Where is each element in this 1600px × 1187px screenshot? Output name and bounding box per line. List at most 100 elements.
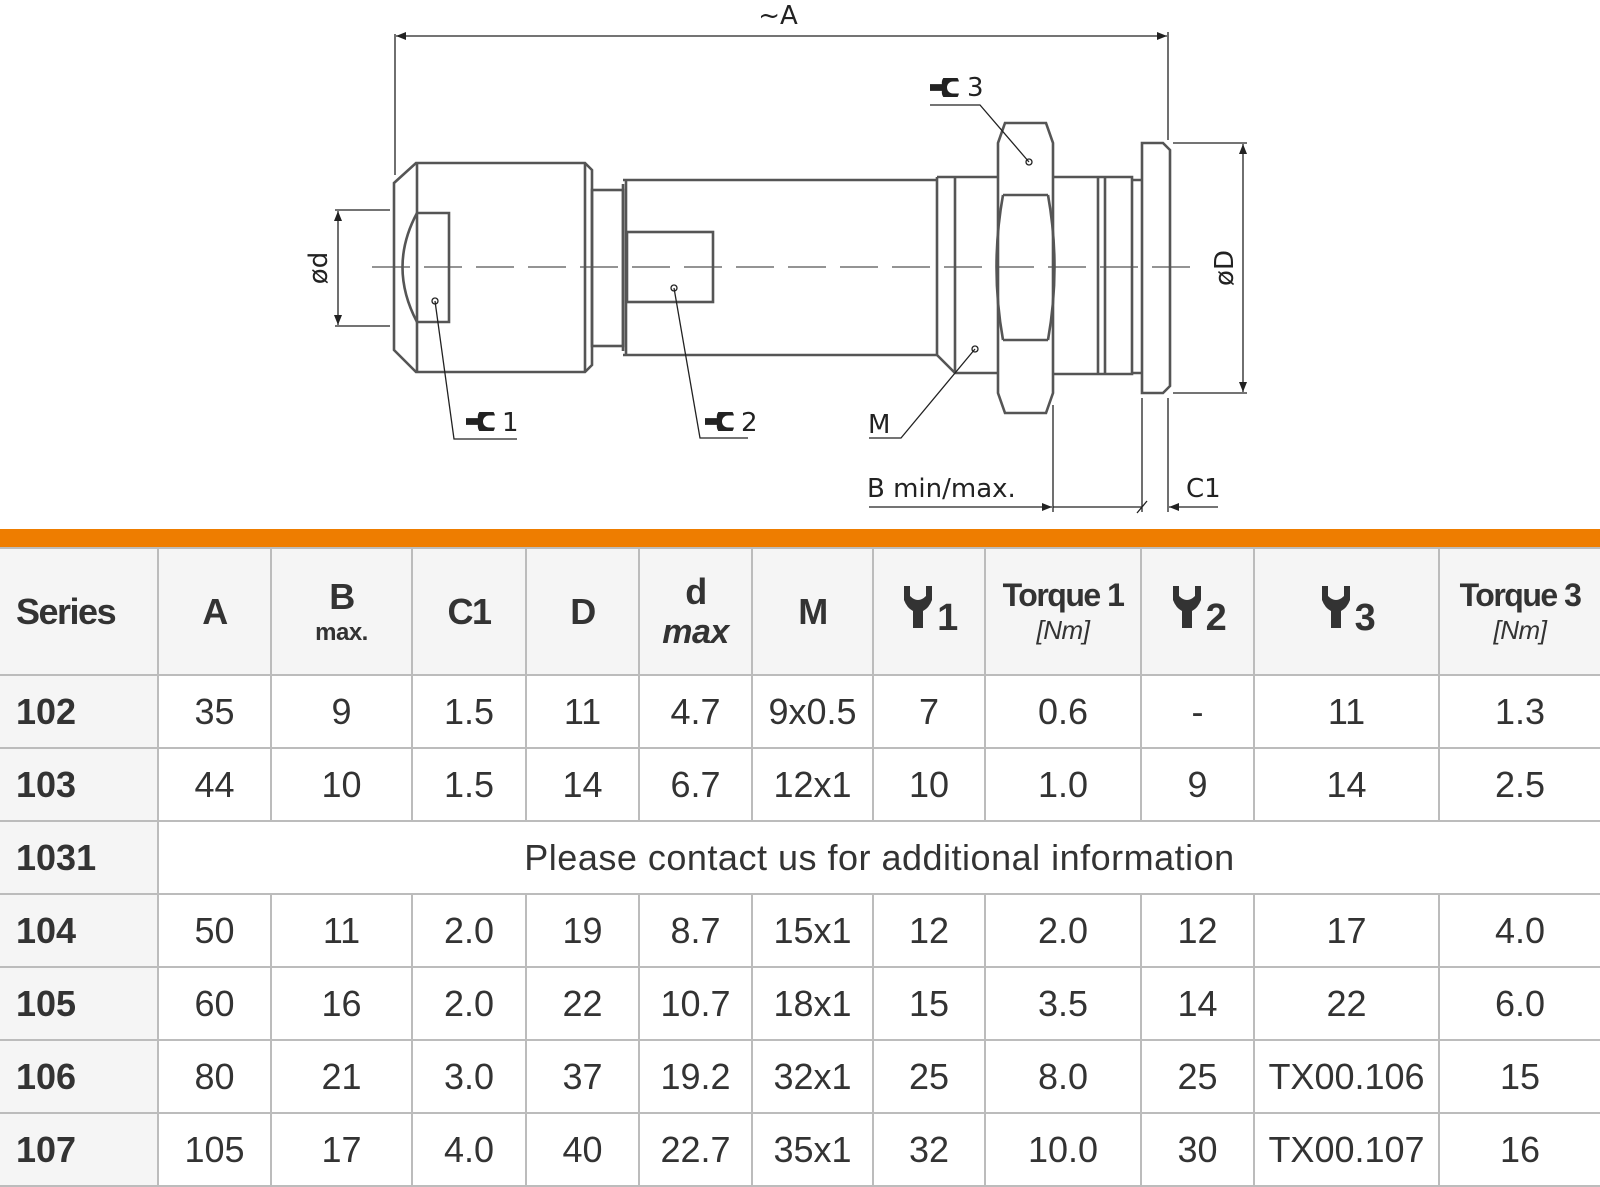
table-cell: 12 [1140, 893, 1255, 968]
dimension-d: ød [304, 209, 390, 327]
body-part [621, 178, 937, 357]
series-cell: 102 [0, 674, 159, 749]
table-cell: 2.0 [411, 893, 527, 968]
table-cell: 35 [157, 674, 272, 749]
table-cell: 105 [157, 1112, 272, 1187]
cap-nut-part [392, 161, 594, 374]
table-cell: 10.7 [638, 966, 753, 1041]
thread-label: M [868, 410, 890, 440]
table-cell: 9 [1140, 747, 1255, 822]
series-cell: 105 [0, 966, 159, 1041]
column-header: D [525, 547, 640, 676]
table-cell: 60 [157, 966, 272, 1041]
table-cell: 18x1 [751, 966, 874, 1041]
table-cell: 6.7 [638, 747, 753, 822]
table-cell: 22 [1253, 966, 1440, 1041]
table-cell: 4.0 [1438, 893, 1600, 968]
table-cell: 2.0 [411, 966, 527, 1041]
table-cell: 1.3 [1438, 674, 1600, 749]
dim-d-label: ød [304, 252, 334, 284]
table-cell: 12 [872, 893, 986, 968]
wrench-number: 2 [1205, 596, 1227, 639]
table-cell: 50 [157, 893, 272, 968]
technical-drawing: ~A ød øD [304, 1, 1247, 514]
wrench-icon [466, 412, 495, 431]
table-cell: 1.5 [411, 674, 527, 749]
header-label: M [798, 590, 828, 632]
table-cell: 11 [1253, 674, 1440, 749]
table-cell: 22.7 [638, 1112, 753, 1187]
table-cell: 10 [872, 747, 986, 822]
wrench-3-label: 3 [967, 73, 984, 103]
series-cell: 107 [0, 1112, 159, 1187]
series-cell: 106 [0, 1039, 159, 1114]
table-cell: 19 [525, 893, 640, 968]
dimension-big-d: øD [1173, 142, 1247, 394]
table-cell: 15 [1438, 1039, 1600, 1114]
header-label: D [570, 590, 596, 632]
column-header: Torque 1[Nm] [984, 547, 1142, 676]
accent-divider [0, 529, 1600, 547]
table-cell: 11 [270, 893, 413, 968]
column-header: 3 [1253, 547, 1440, 676]
table-cell: TX00.106 [1253, 1039, 1440, 1114]
table-cell: 1.0 [984, 747, 1142, 822]
table-cell: 14 [525, 747, 640, 822]
dim-c1-label: C1 [1186, 474, 1221, 504]
dimension-b-c1: B min/max. C1 [867, 398, 1221, 514]
table-cell: 4.0 [411, 1112, 527, 1187]
column-header: C1 [411, 547, 527, 676]
table-cell: 25 [872, 1039, 986, 1114]
table-cell: 3.0 [411, 1039, 527, 1114]
table-cell: 35x1 [751, 1112, 874, 1187]
neck-part [590, 188, 625, 348]
column-header: Torque 3[Nm] [1438, 547, 1600, 676]
table-cell: 80 [157, 1039, 272, 1114]
wrench-icon [1319, 583, 1353, 629]
table-cell: 14 [1253, 747, 1440, 822]
header-sublabel: [Nm] [1036, 614, 1090, 645]
header-sublabel: [Nm] [1493, 614, 1547, 645]
hex-nut-part [995, 121, 1056, 415]
header-label: d [685, 570, 707, 612]
dim-a-label: ~A [758, 1, 798, 31]
dim-big-d-label: øD [1210, 250, 1240, 286]
table-cell: 9x0.5 [751, 674, 874, 749]
table-cell: 17 [1253, 893, 1440, 968]
table-cell: 44 [157, 747, 272, 822]
table-cell: 40 [525, 1112, 640, 1187]
wrench-icon [901, 583, 935, 629]
table-cell: 1.5 [411, 747, 527, 822]
table-cell: 15x1 [751, 893, 874, 968]
table-cell: 8.0 [984, 1039, 1142, 1114]
table-cell: 11 [525, 674, 640, 749]
table-cell: 32 [872, 1112, 986, 1187]
header-label: Torque 1 [1002, 577, 1125, 614]
table-cell: 30 [1140, 1112, 1255, 1187]
table-cell: - [1140, 674, 1255, 749]
column-header: Series [0, 547, 159, 676]
table-cell: 2.0 [984, 893, 1142, 968]
table-cell: 17 [270, 1112, 413, 1187]
flange-part [1140, 141, 1172, 395]
dim-b-label: B min/max. [867, 474, 1016, 504]
column-header: M [751, 547, 874, 676]
table-cell: 10.0 [984, 1112, 1142, 1187]
table-cell: 3.5 [984, 966, 1142, 1041]
series-cell: 104 [0, 893, 159, 968]
header-label: C1 [447, 590, 492, 632]
header-sublabel: max [662, 612, 729, 651]
thread-callout: M [868, 348, 976, 440]
table-cell: 9 [270, 674, 413, 749]
table-cell: 12x1 [751, 747, 874, 822]
header-label: B [329, 576, 355, 617]
header-label: Torque 3 [1459, 577, 1582, 614]
